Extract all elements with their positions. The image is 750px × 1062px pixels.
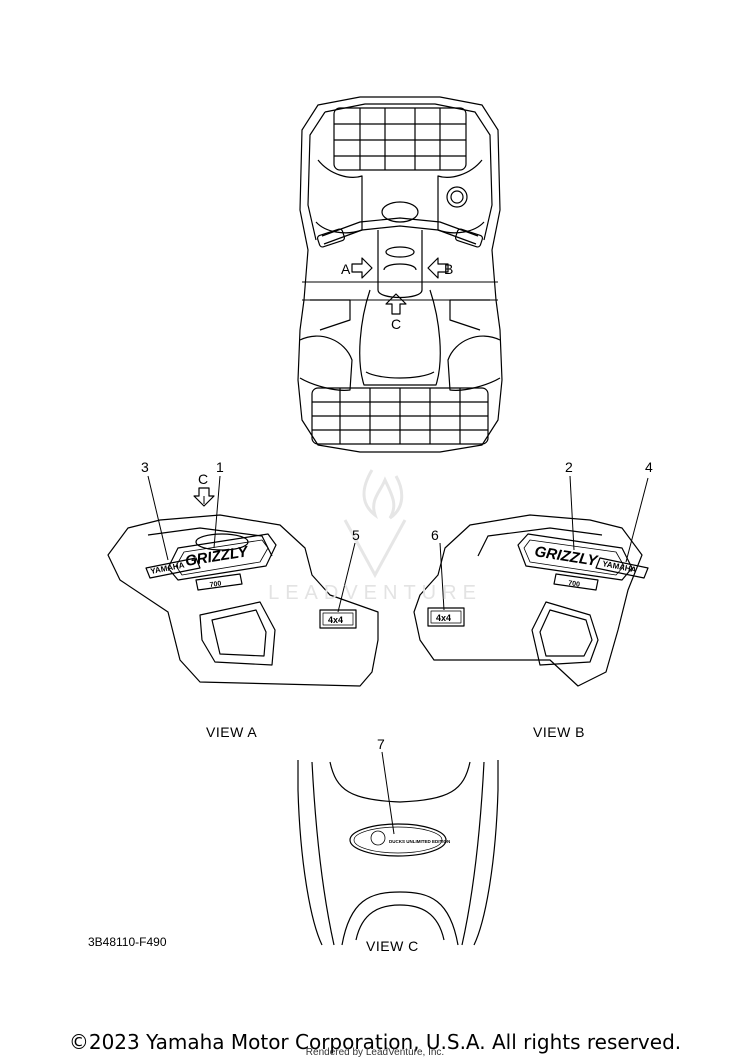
grizzly-text-right: GRIZZLY — [533, 543, 600, 570]
grizzly-decal-right — [517, 533, 633, 581]
yamaha-decal-right — [595, 557, 649, 579]
callout-6: 6 — [431, 527, 439, 543]
fourbyfour-decal-right — [427, 607, 465, 627]
leader-lines — [147, 475, 649, 835]
callout-7: 7 — [377, 736, 385, 752]
view-a-panel — [107, 514, 379, 687]
view-b-arrow-icon — [427, 257, 449, 279]
arrow-label-b: B — [444, 261, 454, 277]
grizzly-decal-left — [167, 533, 277, 581]
view-a-arrow-icon — [351, 257, 373, 279]
view-b-panel — [413, 514, 649, 687]
view-c-arrow-icon — [385, 293, 407, 315]
arrow-label-c-side: C — [198, 471, 209, 487]
yamaha-text-right: YAMAHA — [602, 559, 638, 574]
atv-top-view — [297, 96, 503, 453]
arrow-label-a: A — [341, 261, 351, 277]
ducks-unlimited-decal — [349, 823, 447, 857]
leadventure-logo-icon — [343, 469, 407, 579]
view-c-tank — [297, 760, 499, 946]
copyright-notice: ©2023 Yamaha Motor Corporation, U.S.A. A… — [68, 1030, 682, 1054]
watermark: LEADVENTURE — [268, 582, 482, 604]
grizzly-text-left: GRIZZLY — [184, 543, 251, 570]
callout-3: 3 — [141, 459, 149, 475]
fourbyfour-text-left: 4x4 — [328, 615, 343, 625]
callout-4: 4 — [645, 459, 653, 475]
callout-5: 5 — [352, 527, 360, 543]
callout-1: 1 — [216, 459, 224, 475]
diagram-code: 3B48110-F490 — [88, 935, 167, 949]
callout-2: 2 — [565, 459, 573, 475]
cc-text-right: 700 — [568, 580, 581, 589]
yamaha-decal-left — [145, 557, 201, 579]
fourbyfour-text-right: 4x4 — [436, 613, 451, 623]
arrow-label-c: C — [391, 316, 402, 332]
view-c-label: VIEW C — [366, 938, 419, 954]
yamaha-text-left: YAMAHA — [150, 561, 186, 576]
cc-text-left: 700 — [209, 580, 222, 589]
rendered-by-notice: Rendered by LeadVenture, Inc. — [305, 1047, 445, 1058]
view-c-side-arrow-icon — [193, 487, 215, 507]
view-b-label: VIEW B — [533, 724, 586, 740]
ducks-text: DUCKS UNLIMITED EDITION — [389, 839, 450, 844]
view-a-label: VIEW A — [206, 724, 258, 740]
